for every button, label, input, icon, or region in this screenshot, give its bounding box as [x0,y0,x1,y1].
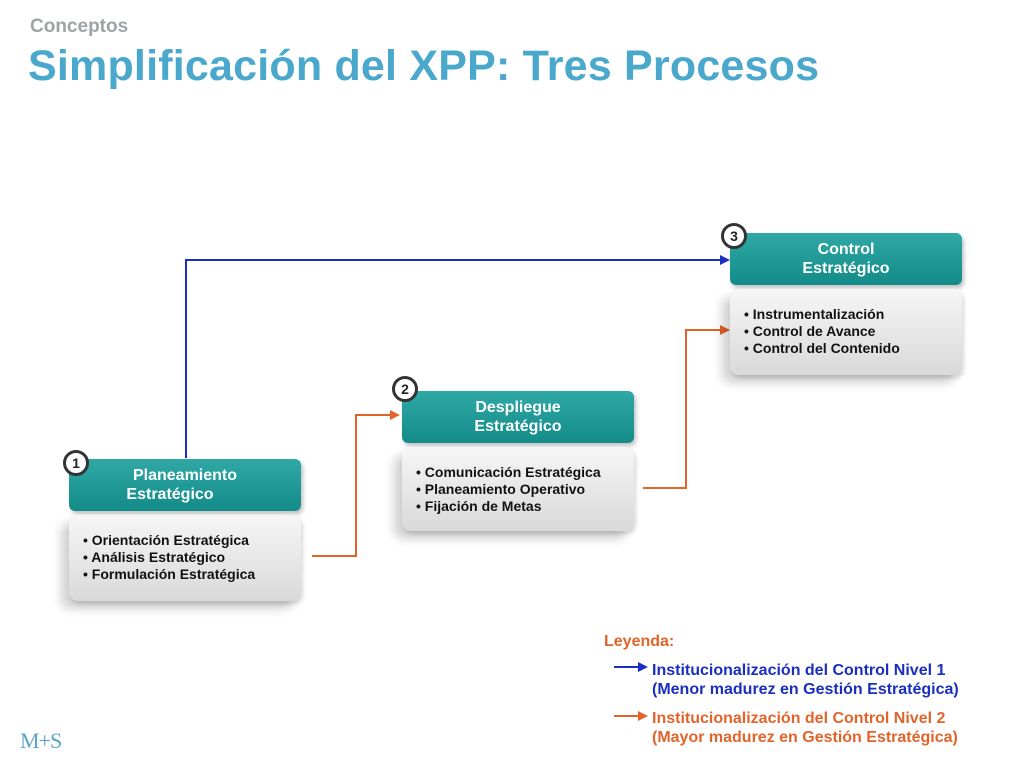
process-control: Control Estratégico Instrumentalización … [730,233,962,375]
process-item: Comunicación Estratégica [416,464,620,481]
process-body: Comunicación Estratégica Planeamiento Op… [402,447,634,531]
process-title-line2: Estratégico [474,418,562,435]
legend-title: Leyenda: [604,633,675,650]
process-item: Instrumentalización [744,306,948,323]
process-header: Control Estratégico [730,233,962,285]
process-title-line1: Planeamiento [132,467,238,484]
blue-connector-arrow [185,255,730,458]
orange-connector-arrow-2-3 [643,325,730,489]
process-item: Control de Avance [744,323,948,340]
process-item: Análisis Estratégico [83,549,287,566]
process-planeamiento: Planeamiento Estratégico Orientación Est… [69,459,301,601]
legend-level2-line1: Institucionalización del Control Nivel 2 [652,710,946,727]
legend-level1-line1: Institucionalización del Control Nivel 1 [652,662,946,679]
process-body: Orientación Estratégica Análisis Estraté… [69,515,301,601]
process-title-line2: Estratégico [802,260,890,277]
step-badge-2: 2 [392,376,418,402]
process-header: Planeamiento Estratégico [69,459,301,511]
process-body: Instrumentalización Control de Avance Co… [730,289,962,375]
step-badge-3: 3 [721,223,747,249]
legend-level1-line2: (Menor madurez en Gestión Estratégica) [652,681,959,698]
legend-item-level1: Institucionalización del Control Nivel 1… [652,661,959,699]
process-item: Control del Contenido [744,340,948,357]
process-title-line1: Control [817,241,875,258]
legend-level2-line2: (Mayor madurez en Gestión Estratégica) [652,729,958,746]
process-item: Planeamiento Operativo [416,481,620,498]
section-label: Conceptos [30,16,129,37]
process-title-line1: Despliegue [475,399,561,416]
process-item: Fijación de Metas [416,498,620,515]
process-despliegue: Despliegue Estratégico Comunicación Estr… [402,391,634,531]
legend-item-level2: Institucionalización del Control Nivel 2… [652,709,958,747]
page-title: Simplificación del XPP: Tres Procesos [28,42,820,90]
process-item: Orientación Estratégica [83,532,287,549]
process-item: Formulación Estratégica [83,566,287,583]
step-badge-1: 1 [63,450,89,476]
process-title-line2: Estratégico [126,486,214,503]
orange-connector-arrow-1-2 [312,410,400,557]
brand-logo: M+S [20,728,62,753]
process-header: Despliegue Estratégico [402,391,634,443]
